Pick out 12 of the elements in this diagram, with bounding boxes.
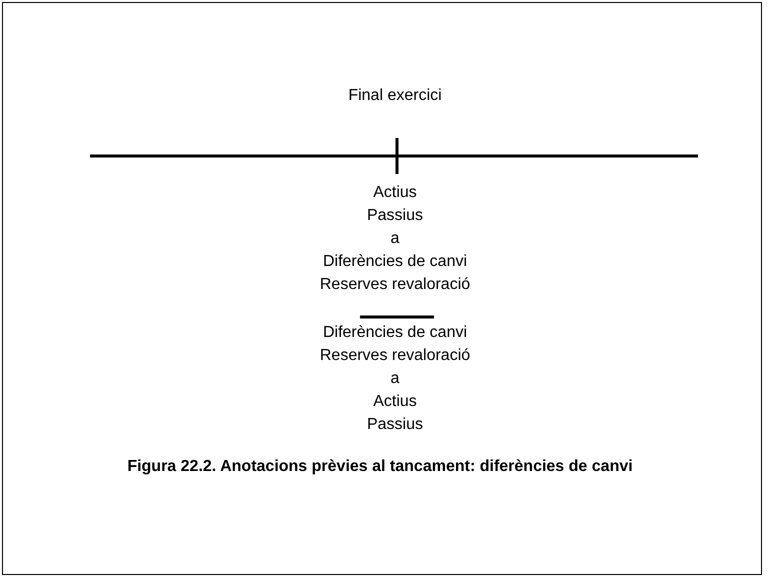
entry-text: Passius	[366, 415, 424, 435]
entry-text: Diferències de canvi	[322, 252, 468, 272]
timeline-label: Final exercici	[348, 86, 442, 106]
entry-text: Actius	[373, 183, 417, 203]
entry-text: Passius	[366, 206, 424, 226]
figure-caption: Figura 22.2. Anotacions prèvies al tancament: diferències de canvi	[127, 458, 633, 475]
entry-text: Diferències de canvi	[322, 323, 468, 343]
entry-text: a	[390, 229, 400, 249]
entry-text: a	[390, 369, 400, 389]
entry-text: Actius	[373, 392, 417, 412]
entry-text: Reserves revaloració	[320, 275, 470, 295]
entry-text: Reserves revaloració	[320, 346, 470, 366]
